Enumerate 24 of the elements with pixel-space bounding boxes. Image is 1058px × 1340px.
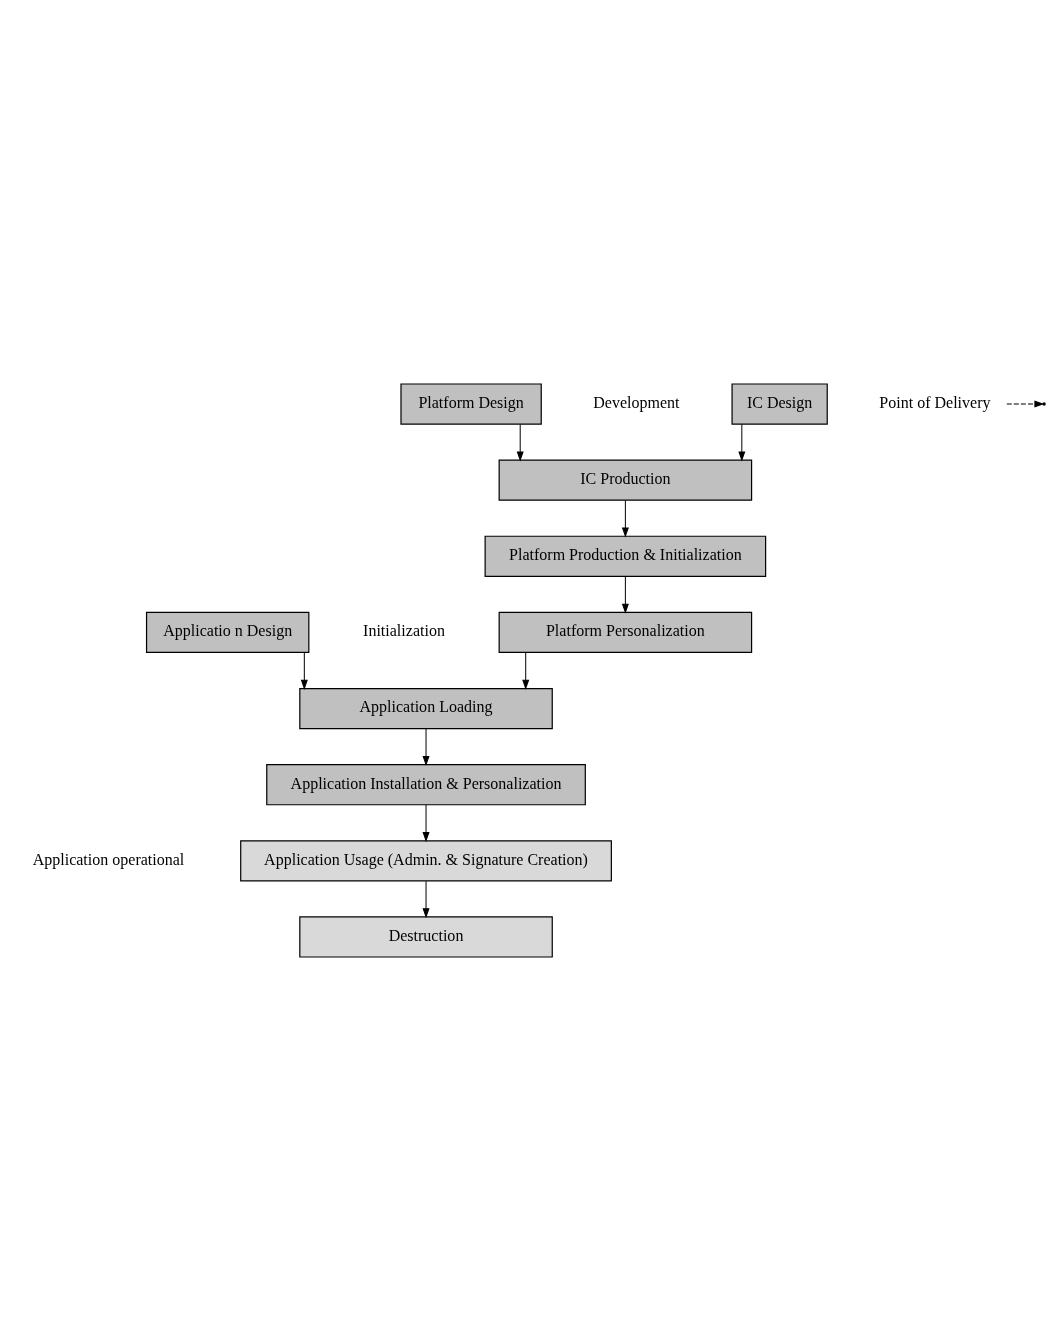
node-box: IC Production [498,459,753,501]
node-box: Destruction [299,915,553,958]
arrow [622,499,629,537]
node-box: Platform Personalization [498,611,753,653]
arrow [422,880,430,917]
label: Development [593,393,680,411]
arrow [422,727,430,765]
node-box: IC Design [731,382,828,425]
node-text: Point of Delivery [879,393,991,411]
arrow [622,575,629,613]
label: Initialization [363,621,445,639]
arrow [1006,400,1044,407]
node-box: Platform Design [400,382,542,425]
label: Application operational [32,850,185,868]
arrow [738,423,746,460]
node-box: Application Loading [299,687,553,729]
node-box: Applicatio n Design [145,611,310,653]
node-box: Application Installation & Personalization [266,763,586,805]
node-box: Application Usage (Admin. & Signature Creation) [240,839,612,881]
arrow [301,651,308,689]
arrow [422,804,430,841]
node-box: Platform Production & Initialization [484,535,767,577]
arrow [522,651,529,689]
arrow [516,423,524,460]
